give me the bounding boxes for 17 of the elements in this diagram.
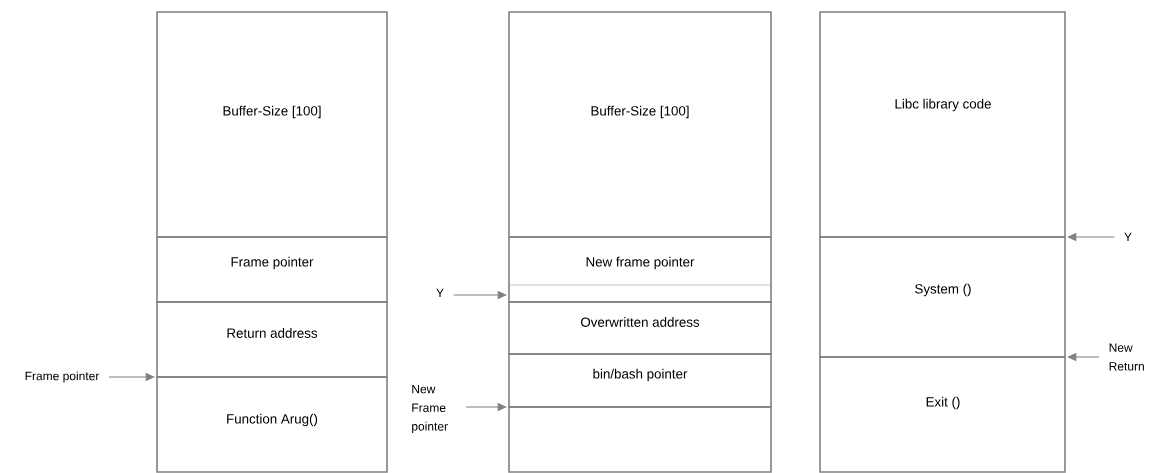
stack-cell: Overwritten address xyxy=(508,301,772,355)
pointer-label: New Frame pointer xyxy=(412,384,448,433)
stack-cell: System () xyxy=(819,236,1066,358)
stack-cell: Exit () xyxy=(819,356,1066,473)
pointer-label: Frame pointer xyxy=(25,371,100,383)
stack-cell: New frame pointer xyxy=(508,236,772,303)
stack-cell: Frame pointer xyxy=(156,236,388,303)
stack-cell: Function Arug() xyxy=(156,376,388,473)
stack-cell: Buffer-Size [100] xyxy=(508,11,772,238)
stack-cell: bin/bash pointer xyxy=(508,353,772,408)
stack-cell: Libc library code xyxy=(819,11,1066,238)
stack-cell: Return address xyxy=(156,301,388,378)
pointer-label: Y xyxy=(436,288,444,298)
stack-cell xyxy=(508,406,772,473)
pointer-label: Y xyxy=(1124,232,1132,242)
stack-cell: Buffer-Size [100] xyxy=(156,11,388,238)
pointer-label: New Return xyxy=(1109,343,1144,371)
